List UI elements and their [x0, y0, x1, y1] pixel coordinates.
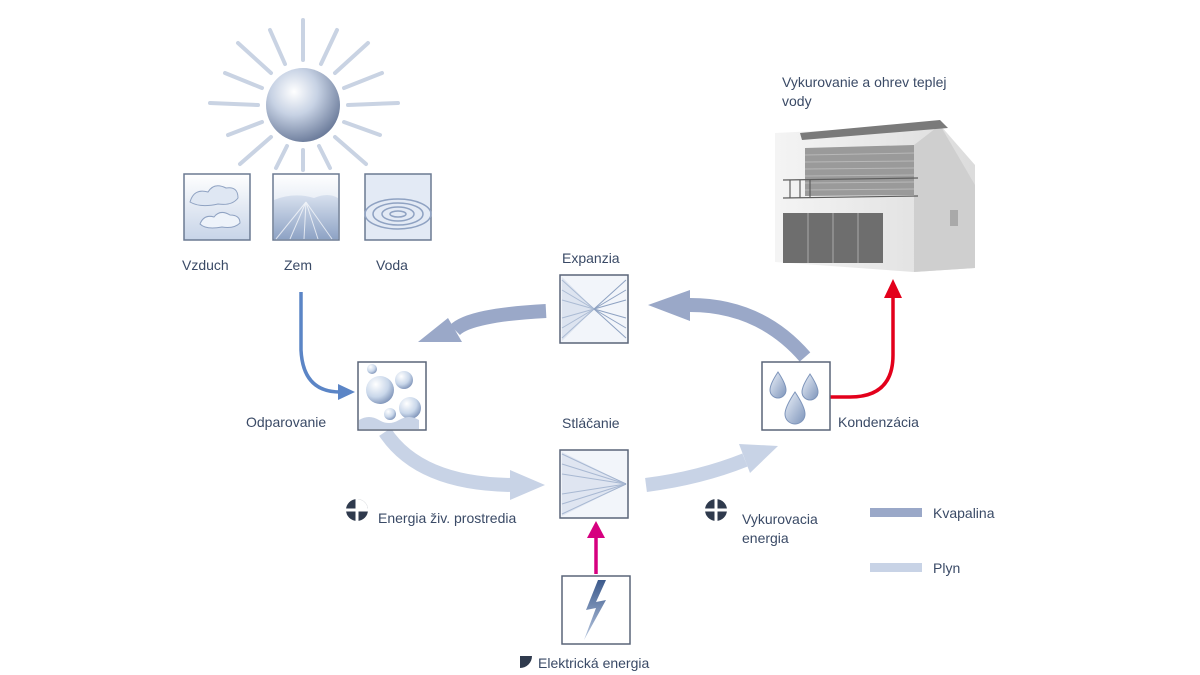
- energy-label-environment: Energia živ. prostredia: [378, 510, 517, 526]
- electric-energy-icon: [520, 656, 532, 668]
- arrowhead: [418, 318, 462, 342]
- electric-tile: [561, 575, 631, 645]
- legend-label-liquid: Kvapalina: [933, 505, 995, 521]
- heating-output-arrow: [830, 298, 895, 399]
- earth-tile: [272, 173, 340, 241]
- house-label: Vykurovanie a ohrev teplej vody: [782, 74, 947, 109]
- energy-label-heating: Vykurovacia energia: [742, 511, 818, 546]
- source-label-water: Voda: [376, 257, 408, 273]
- sun-icon: [208, 18, 400, 172]
- air-tile: [183, 173, 251, 241]
- gas-arrow-compression-to-condensation: [645, 453, 748, 492]
- environment-energy-icon: [346, 499, 368, 521]
- source-label-air: Vzduch: [182, 257, 229, 273]
- legend-swatch-gas: [870, 563, 922, 572]
- compression-tile: [559, 449, 629, 519]
- liquid-arrow-condensation-to-expansion: [689, 298, 811, 362]
- heating-energy-icon: [705, 499, 727, 521]
- arrowhead: [648, 290, 690, 321]
- house-illustration: [775, 120, 975, 272]
- water-tile: [364, 173, 432, 241]
- condensation-tile: [761, 361, 831, 431]
- expansion-tile: [559, 274, 629, 344]
- gas-arrow-evaporation-to-compression: [379, 427, 516, 492]
- arrowhead: [739, 444, 778, 473]
- energy-label-electric: Elektrická energia: [538, 655, 650, 671]
- evaporation-tile: [357, 361, 427, 431]
- source-label-earth: Zem: [284, 257, 312, 273]
- stage-label-condensation: Kondenzácia: [838, 414, 919, 430]
- stage-label-expansion: Expanzia: [562, 250, 620, 266]
- arrowhead: [587, 521, 605, 538]
- source-heat-arrow: [299, 292, 341, 394]
- legend-swatch-liquid: [870, 508, 922, 517]
- arrowhead: [884, 279, 902, 298]
- stage-label-compression: Stláčanie: [562, 415, 620, 431]
- liquid-arrow-expansion-to-evaporation: [450, 304, 547, 336]
- stage-label-evaporation: Odparovanie: [246, 414, 327, 430]
- arrowhead: [510, 470, 545, 500]
- legend-label-gas: Plyn: [933, 560, 961, 576]
- arrowhead: [338, 384, 355, 400]
